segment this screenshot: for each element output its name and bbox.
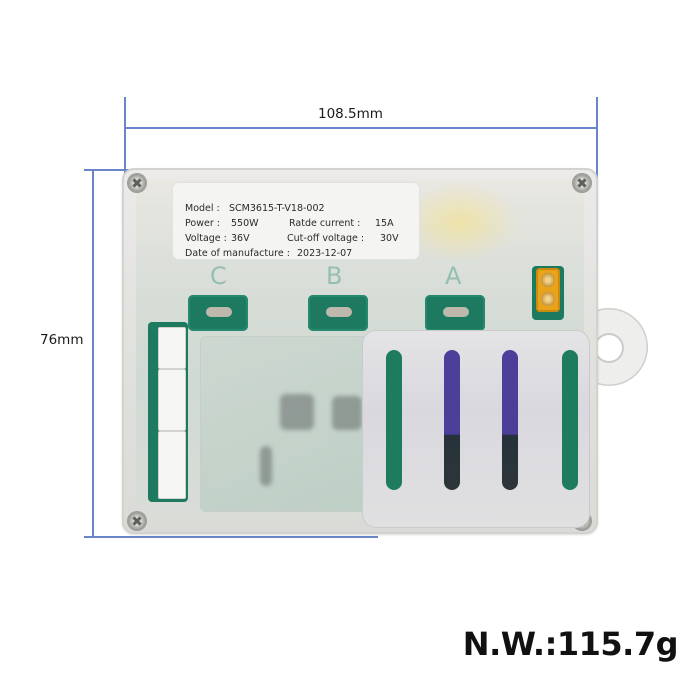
- power-value: 550W: [231, 218, 259, 229]
- slot-pcb-right: [562, 350, 578, 490]
- cutoff-value: 30V: [380, 233, 399, 244]
- rated-current-key: Ratde current :: [289, 218, 361, 229]
- model-key: Model :: [185, 203, 220, 214]
- width-dimension-label: 108.5mm: [318, 106, 383, 122]
- connector-pin: [541, 273, 555, 287]
- frosted-window: [200, 336, 368, 512]
- date-value: 2023-12-07: [297, 248, 353, 259]
- date-key: Date of manufacture :: [185, 248, 290, 259]
- voltage-value: 36V: [231, 233, 250, 244]
- slot-capacitor-1: [444, 350, 460, 490]
- connector-display: [158, 431, 186, 499]
- power-key: Power :: [185, 218, 220, 229]
- voltage-key: Voltage :: [185, 233, 227, 244]
- ic-shadow: [260, 446, 272, 486]
- phase-label-b: B: [326, 262, 343, 290]
- mosfet-shadow: [280, 394, 314, 430]
- height-dimension-line: [92, 169, 94, 537]
- slot-pcb-left: [386, 350, 402, 490]
- height-dimension-label: 76mm: [40, 332, 84, 348]
- capacitor-glow: [400, 182, 520, 262]
- net-weight: N.W.:115.7g: [462, 625, 679, 663]
- phase-label-a: A: [445, 262, 462, 290]
- slot-capacitor-2: [502, 350, 518, 490]
- connector-pin: [541, 292, 555, 306]
- cutoff-key: Cut-off voltage :: [287, 233, 365, 244]
- screw-icon: [573, 174, 591, 192]
- model-value: SCM3615-T-V18-002: [229, 203, 325, 214]
- mosfet-shadow: [332, 396, 362, 430]
- connector-light: [158, 327, 186, 369]
- spec-label: Model : SCM3615-T-V18-002 Power : 550W R…: [173, 183, 419, 259]
- rated-current-value: 15A: [375, 218, 394, 229]
- hall-sensor-a: [425, 295, 485, 331]
- connector-throttle: [158, 369, 186, 431]
- screw-icon: [128, 174, 146, 192]
- hall-sensor-b: [308, 295, 368, 331]
- mounting-hole: [594, 333, 624, 363]
- screw-icon: [128, 512, 146, 530]
- capacitor-cover: [362, 330, 590, 528]
- phase-label-c: C: [210, 262, 227, 290]
- height-extension-bottom: [84, 536, 378, 538]
- hall-sensor-c: [188, 295, 248, 331]
- width-dimension-line: [124, 127, 597, 129]
